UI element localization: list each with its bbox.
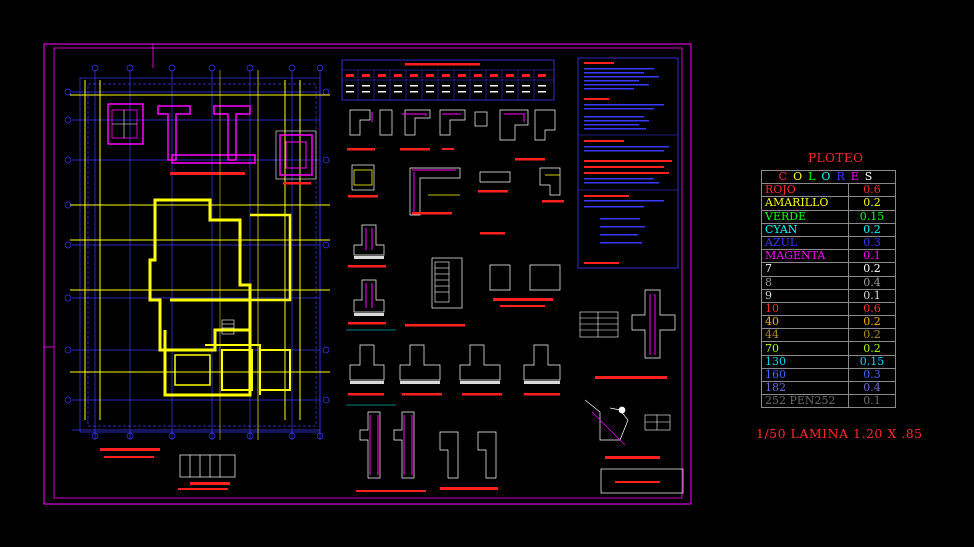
pen-width-value: 0.3 [848,367,896,383]
small-schedule-table [579,311,671,431]
colores-header-letter: L [808,170,822,184]
pen-width-value: 0.2 [848,328,896,343]
color-name: MAGENTA [761,249,849,264]
color-name: ROJO [761,183,849,198]
footing-section-details [349,109,676,479]
color-name: 9 [761,288,849,303]
scale-sheet-size-note: 1/50 LAMINA 1.20 X .85 [756,426,923,441]
sheet-outer-frame [43,43,692,505]
color-name: 182 [761,380,849,396]
color-name: 130 [761,354,849,369]
pen-width-value: 0.1 [848,249,896,264]
colores-header-letter: O [821,170,837,184]
colores-header-letter: S [864,170,879,184]
color-name: 252 PEN252 [761,394,849,409]
color-name: 8 [761,275,849,290]
color-name: 160 [761,367,849,383]
pen-width-value: 0.2 [848,262,896,277]
pen-width-value: 0.1 [848,394,896,409]
section-labels [347,148,667,492]
color-name: 44 [761,328,849,343]
colores-header-row: COLORES [761,169,896,185]
foundation-plan [64,64,330,490]
color-name: 7 [761,262,849,277]
pen-width-value: 0.1 [848,288,896,303]
colores-header-letter: R [836,170,851,184]
pen-width-value: 0.2 [848,315,896,330]
colores-header-letter: O [793,170,809,184]
sheet-inner-frame [53,47,683,499]
color-name: AZUL [761,235,849,251]
pen-width-value: 0.4 [848,380,896,396]
colores-header-letter: E [850,170,865,184]
general-notes-block [577,57,679,269]
pen-width-value: 0.6 [848,183,896,198]
colores-header: COLORES [761,169,896,185]
pen-width-value: 0.15 [848,209,896,224]
color-name: 70 [761,341,849,356]
color-name: AMARILLO [761,196,849,211]
pen-width-value: 0.2 [848,222,896,237]
stair-detail [584,399,684,494]
pen-width-value: 0.4 [848,275,896,290]
color-name: 10 [761,301,849,317]
color-name: CYAN [761,222,849,237]
plot-settings-title: PLOTEO [808,151,864,165]
pen-width-value: 0.3 [848,235,896,251]
pen-width-value: 0.6 [848,301,896,317]
color-name: VERDE [761,209,849,224]
color-name: 40 [761,315,849,330]
column-schedule-table [341,59,555,101]
pen-width-value: 0.2 [848,341,896,356]
colores-header-letter: C [778,170,794,184]
pen-width-value: 0.15 [848,354,896,369]
pen-width-value: 0.2 [848,196,896,211]
